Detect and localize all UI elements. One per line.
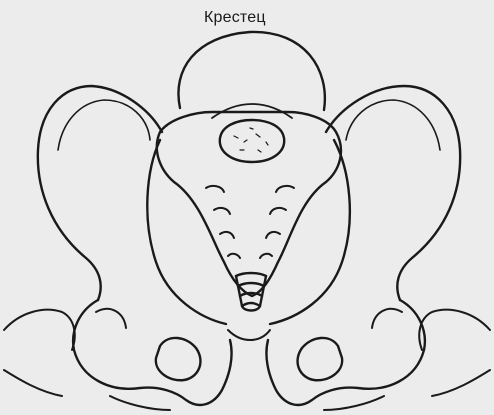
right-obturator-foramen [298,338,343,380]
right-ilium-inner-line [346,100,440,150]
left-pubis [73,300,231,405]
right-femur-hint [419,310,490,350]
left-ilium [38,86,162,300]
sacrum-label: Крестец [204,9,266,27]
right-ilium [326,86,460,300]
coccyx [236,273,266,311]
sacrum-body [157,112,341,296]
left-ischium [4,370,170,410]
disc-texture [234,128,268,152]
sacral-vertebra-disc [220,120,284,162]
right-acetabulum [372,309,402,328]
sacral-foramina-right [260,186,294,258]
pelvic-inlet [147,140,226,324]
right-pubis [266,300,424,405]
sacral-foramina-left [206,186,240,258]
left-obturator-foramen [156,338,201,380]
left-ilium-inner-line [58,100,150,150]
left-femur-hint [4,310,75,350]
left-acetabulum [96,309,126,328]
pubic-symphysis [228,330,270,340]
sacrum-outline [178,32,324,110]
